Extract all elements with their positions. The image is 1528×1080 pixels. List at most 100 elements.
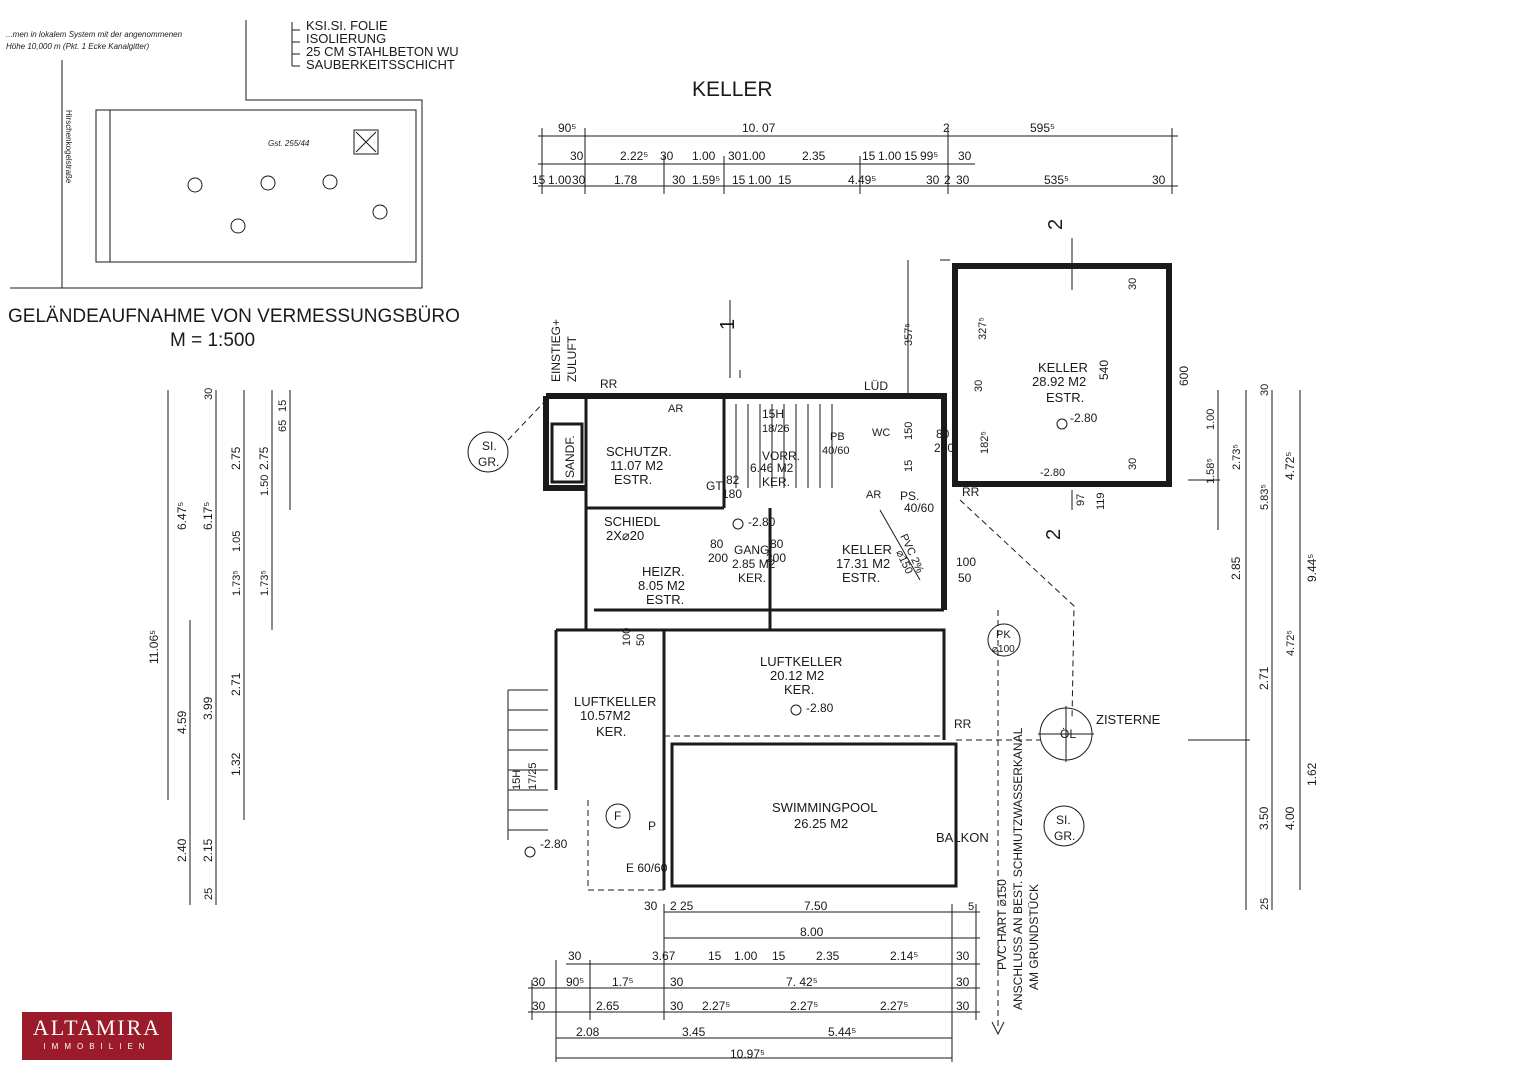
altamira-logo: ALTAMIRA IMMOBILIEN — [22, 1012, 172, 1060]
si-manhole-symbol — [467, 431, 509, 473]
dim-label: 2.22⁵ — [620, 149, 648, 163]
section-label: 2 — [1043, 529, 1065, 540]
top-dimensions: 90⁵ 10. 07 2 595⁵ 30 2.22⁵ 30 1.00 30 1.… — [532, 121, 1178, 194]
level-marker — [524, 846, 536, 858]
dim-label: 30 — [1259, 384, 1271, 396]
level-marker — [790, 704, 802, 716]
dim-label: 30 — [532, 975, 546, 989]
legend-line: KSI.SI. FOLIE — [306, 18, 388, 33]
dim-label: 1.58⁵ — [1205, 458, 1217, 484]
stair-size: 18/26 — [762, 423, 790, 435]
room-floor: KER. — [596, 724, 626, 739]
door-width: 80 — [936, 427, 950, 441]
pb-size: 40/60 — [822, 445, 850, 457]
walls — [543, 263, 1172, 891]
dim-label: 15 — [772, 949, 786, 963]
survey-plan: ...men in lokalem System mit der angenom… — [6, 20, 460, 351]
dim-label: 2.71 — [229, 672, 243, 696]
right-dimensions: 1.58⁵ 1.00 2.73⁵ 4.72⁵ 5.83⁵ 2.85 9.44⁵ … — [1188, 384, 1319, 910]
room-name: KELLER — [842, 542, 892, 557]
dim-label: 2.15 — [201, 838, 215, 862]
dim-label: 2.35 — [816, 949, 840, 963]
dim-label: 65 — [277, 420, 289, 432]
stair-size: 17/25 — [527, 762, 539, 790]
dim-label: 10. 07 — [742, 121, 776, 135]
einstieg-label: EINSTIEG+ — [549, 319, 563, 382]
room-floor: ESTR. — [842, 570, 880, 585]
keller-dim: 97 — [1075, 494, 1087, 506]
keller-dim: 600 — [1177, 366, 1191, 386]
dim-label: 15 — [732, 173, 746, 187]
dim-label: 30 — [203, 388, 215, 400]
pk-label: PK — [996, 629, 1011, 641]
dim-label: 2.71 — [1257, 666, 1271, 690]
dim-label: 30 — [670, 975, 684, 989]
room-name: GANG — [734, 543, 769, 557]
room-area: 11.07 M2 — [610, 458, 663, 473]
room-name: SWIMMINGPOOL — [772, 800, 877, 815]
dim-label: 1.00 — [692, 149, 716, 163]
survey-note: Höhe 10,000 m (Pkt. 1 Ecke Kanalgitter) — [6, 42, 150, 51]
left-dimensions: 11.06⁵ 6.47⁵ 6.17⁵ 2.75 2.75 1.50 1.05 1… — [147, 388, 291, 905]
dim-label: 4.49⁵ — [848, 173, 876, 187]
room-area: 26.25 M2 — [794, 816, 848, 831]
dim-label: 25 — [1259, 898, 1271, 910]
dim-label: 2.65 — [596, 999, 620, 1013]
level-label: -2.80 — [1070, 411, 1098, 425]
dim-label: 3.67 — [652, 949, 676, 963]
room-labels: SCHUTZR. 11.07 M2 ESTR. VORR. 6.46 M2 KE… — [574, 360, 1088, 831]
e6060-label: E 60/60 — [626, 861, 668, 875]
dim-label: 30 — [672, 173, 686, 187]
room-area: 10.57M2 — [580, 708, 631, 723]
dim-label: 6.47⁵ — [175, 502, 189, 530]
gr-label: GR. — [478, 455, 499, 469]
dim-label: 1.05 — [231, 531, 243, 552]
dim-label: 4.72⁵ — [1285, 630, 1297, 656]
keller-dim: 327⁵ — [977, 317, 989, 340]
f-label: F — [614, 809, 621, 823]
dim-label: 15 — [277, 400, 289, 412]
dim-label: 30 — [926, 173, 940, 187]
dim-label: 1.78 — [614, 173, 638, 187]
door-height: 200 — [934, 441, 954, 455]
dim-label: 15 — [862, 149, 876, 163]
sandf-label: SANDF. — [563, 435, 577, 478]
p-label: P — [648, 819, 656, 833]
door-width: 80 — [770, 537, 784, 551]
dim-label: 5 — [968, 901, 974, 913]
si-label: SI. — [1056, 813, 1071, 827]
tree-symbol — [187, 177, 203, 193]
sand-filter-box — [550, 422, 584, 484]
dim-label: 1.00 — [1205, 409, 1217, 430]
dim-label: 6.17⁵ — [201, 502, 215, 530]
keller-dim: 119 — [1095, 492, 1107, 510]
pk-symbol — [987, 623, 1021, 657]
parcel-number: Gst. 255/44 — [268, 139, 310, 148]
rr-label: RR — [954, 717, 972, 731]
dim-label: 2.14⁵ — [890, 949, 918, 963]
dim-label: 30 — [568, 949, 582, 963]
dim-label: 2.08 — [576, 1025, 600, 1039]
dim-label: 5.83⁵ — [1259, 484, 1271, 510]
level-label: -2.80 — [806, 701, 834, 715]
survey-title: GELÄNDEAUFNAHME VON VERMESSUNGSBÜRO — [8, 306, 460, 327]
keller-east-walls — [952, 263, 1172, 487]
dim-label: 1.00 — [742, 149, 766, 163]
room-area: 6.46 M2 — [750, 461, 794, 475]
dim-label: 50 — [635, 634, 647, 646]
tree-symbol — [230, 218, 246, 234]
dim-label: 15 — [778, 173, 792, 187]
dim-label: 2.35 — [802, 149, 826, 163]
room-floor: KER. — [762, 475, 790, 489]
dim-label: 1.00 — [734, 949, 758, 963]
schiedl-label: SCHIEDL — [604, 514, 660, 529]
dim-label: 30 — [532, 999, 546, 1013]
dim-label: 2.75 — [257, 446, 271, 470]
room-floor: ESTR. — [646, 592, 684, 607]
room-name: VORR. — [762, 449, 800, 463]
canal-text: AM GRUNDSTÜCK — [1027, 884, 1041, 990]
dim-label: 1.73⁵ — [231, 570, 243, 596]
room-name: KELLER — [1038, 360, 1088, 375]
dim-label: 7.50 — [804, 899, 828, 913]
